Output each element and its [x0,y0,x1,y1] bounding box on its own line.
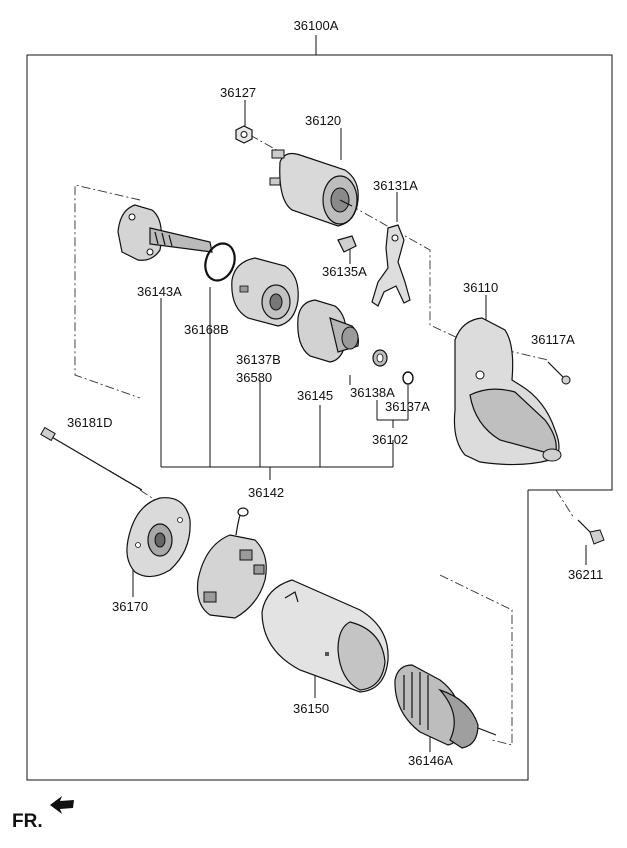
label-36131A: 36131A [373,178,418,193]
clutch-housing-36137B-part [231,257,299,327]
shift-lever-36131A-part [371,224,411,307]
bolt-36211-part [577,519,605,545]
label-36120: 36120 [305,113,341,128]
label-36146A: 36146A [408,753,453,768]
label-36142: 36142 [248,485,284,500]
snap-ring-36137A-part [402,371,414,385]
label-36170: 36170 [112,599,148,614]
ring-36168B-part [204,242,236,282]
label-36181D: 36181D [67,415,113,430]
label-36138A: 36138A [350,385,395,400]
end-plate-36170-part [126,497,191,578]
plunger-36135A-part [337,235,357,253]
nut-36127-part [235,125,253,144]
label-36100A: 36100A [294,18,339,33]
label-36127: 36127 [220,85,256,100]
yoke-36150-part [261,579,389,693]
label-36117A: 36117A [531,332,575,347]
front-housing-36110-part [453,317,562,466]
part-labels: 36100A 36127 36120 36131A 36135A 36143A … [12,18,603,832]
label-36137A: 36137A [385,399,430,414]
dashed-connectors [74,134,575,746]
washer-36138A-part [372,349,388,367]
front-direction-arrow-icon [50,796,74,814]
label-36211: 36211 [568,567,603,582]
label-36145: 36145 [297,388,333,403]
armature-36146A-part [394,664,497,749]
through-bolt-36181D-part [40,426,143,491]
brush-holder-part [196,507,267,619]
label-36110: 36110 [463,280,498,295]
solenoid-36120-part [269,149,359,227]
label-36580: 36580 [236,370,272,385]
assembly-frame [26,54,613,781]
label-36137B: 36137B [236,352,281,367]
label-36102: 36102 [372,432,408,447]
label-36168B: 36168B [184,322,229,337]
label-36150: 36150 [293,701,329,716]
pinion-36145-part [297,299,359,363]
label-36143A: 36143A [137,284,182,299]
bolt-36117A-part [547,361,571,385]
front-direction-label: FR. [12,811,43,832]
label-36135A: 36135A [322,264,367,279]
shaft-36143A-part [117,204,213,261]
leader-lines [132,100,587,752]
